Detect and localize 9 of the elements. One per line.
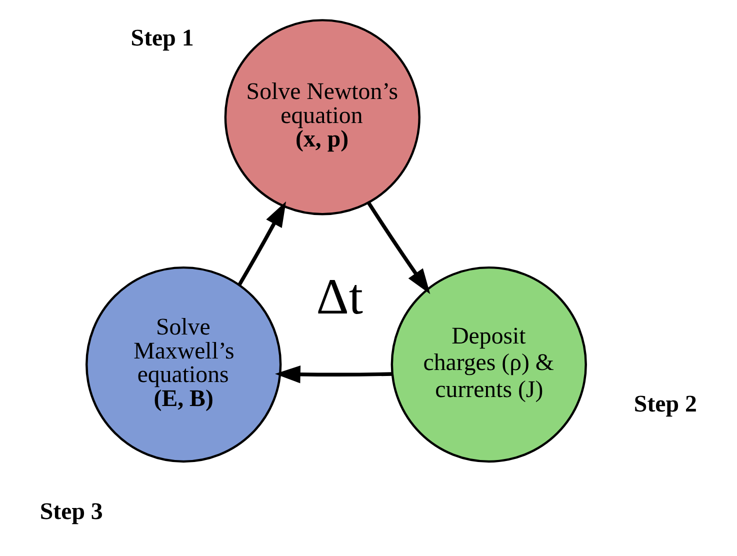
arrow [366,202,430,294]
node-circle: Solve Maxwell’s equations (E, B) [85,266,282,463]
node-label: Step 3 [39,499,102,526]
node-label: Step 1 [130,25,194,52]
node-label: Step 2 [633,392,696,418]
node-circle: Solve Newton’s equation (x, p) [224,19,420,216]
arrow [274,365,392,384]
arrow [237,201,286,286]
label: Δt [316,268,363,324]
